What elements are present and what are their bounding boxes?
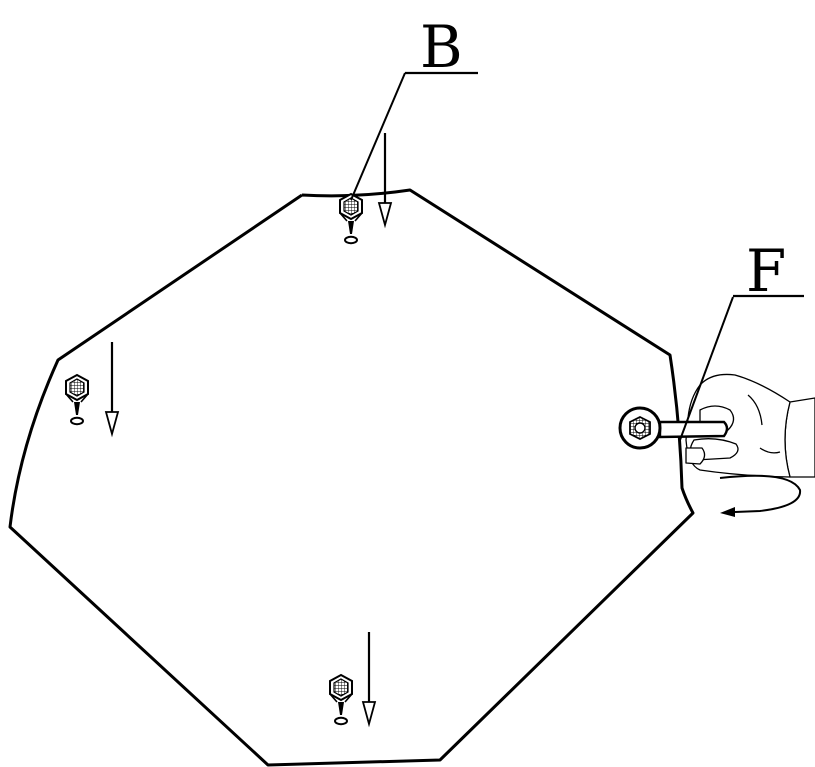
screw-with-washer-icon	[329, 674, 353, 726]
down-arrow-icon	[377, 131, 393, 227]
callout-f: F	[679, 237, 804, 441]
callout-b: B	[350, 13, 478, 201]
screw-with-washer-icon	[65, 374, 89, 426]
down-arrow-icon	[104, 340, 120, 436]
rotation-arrow-icon	[719, 474, 802, 517]
hand-icon	[685, 373, 815, 478]
callout-label-b: B	[420, 13, 463, 81]
octagon-panel-outline	[8, 188, 695, 767]
callout-label-f: F	[746, 237, 786, 305]
wrench-icon	[618, 406, 729, 450]
screw-with-washer-icon	[339, 193, 363, 245]
down-arrow-icon	[361, 630, 377, 726]
